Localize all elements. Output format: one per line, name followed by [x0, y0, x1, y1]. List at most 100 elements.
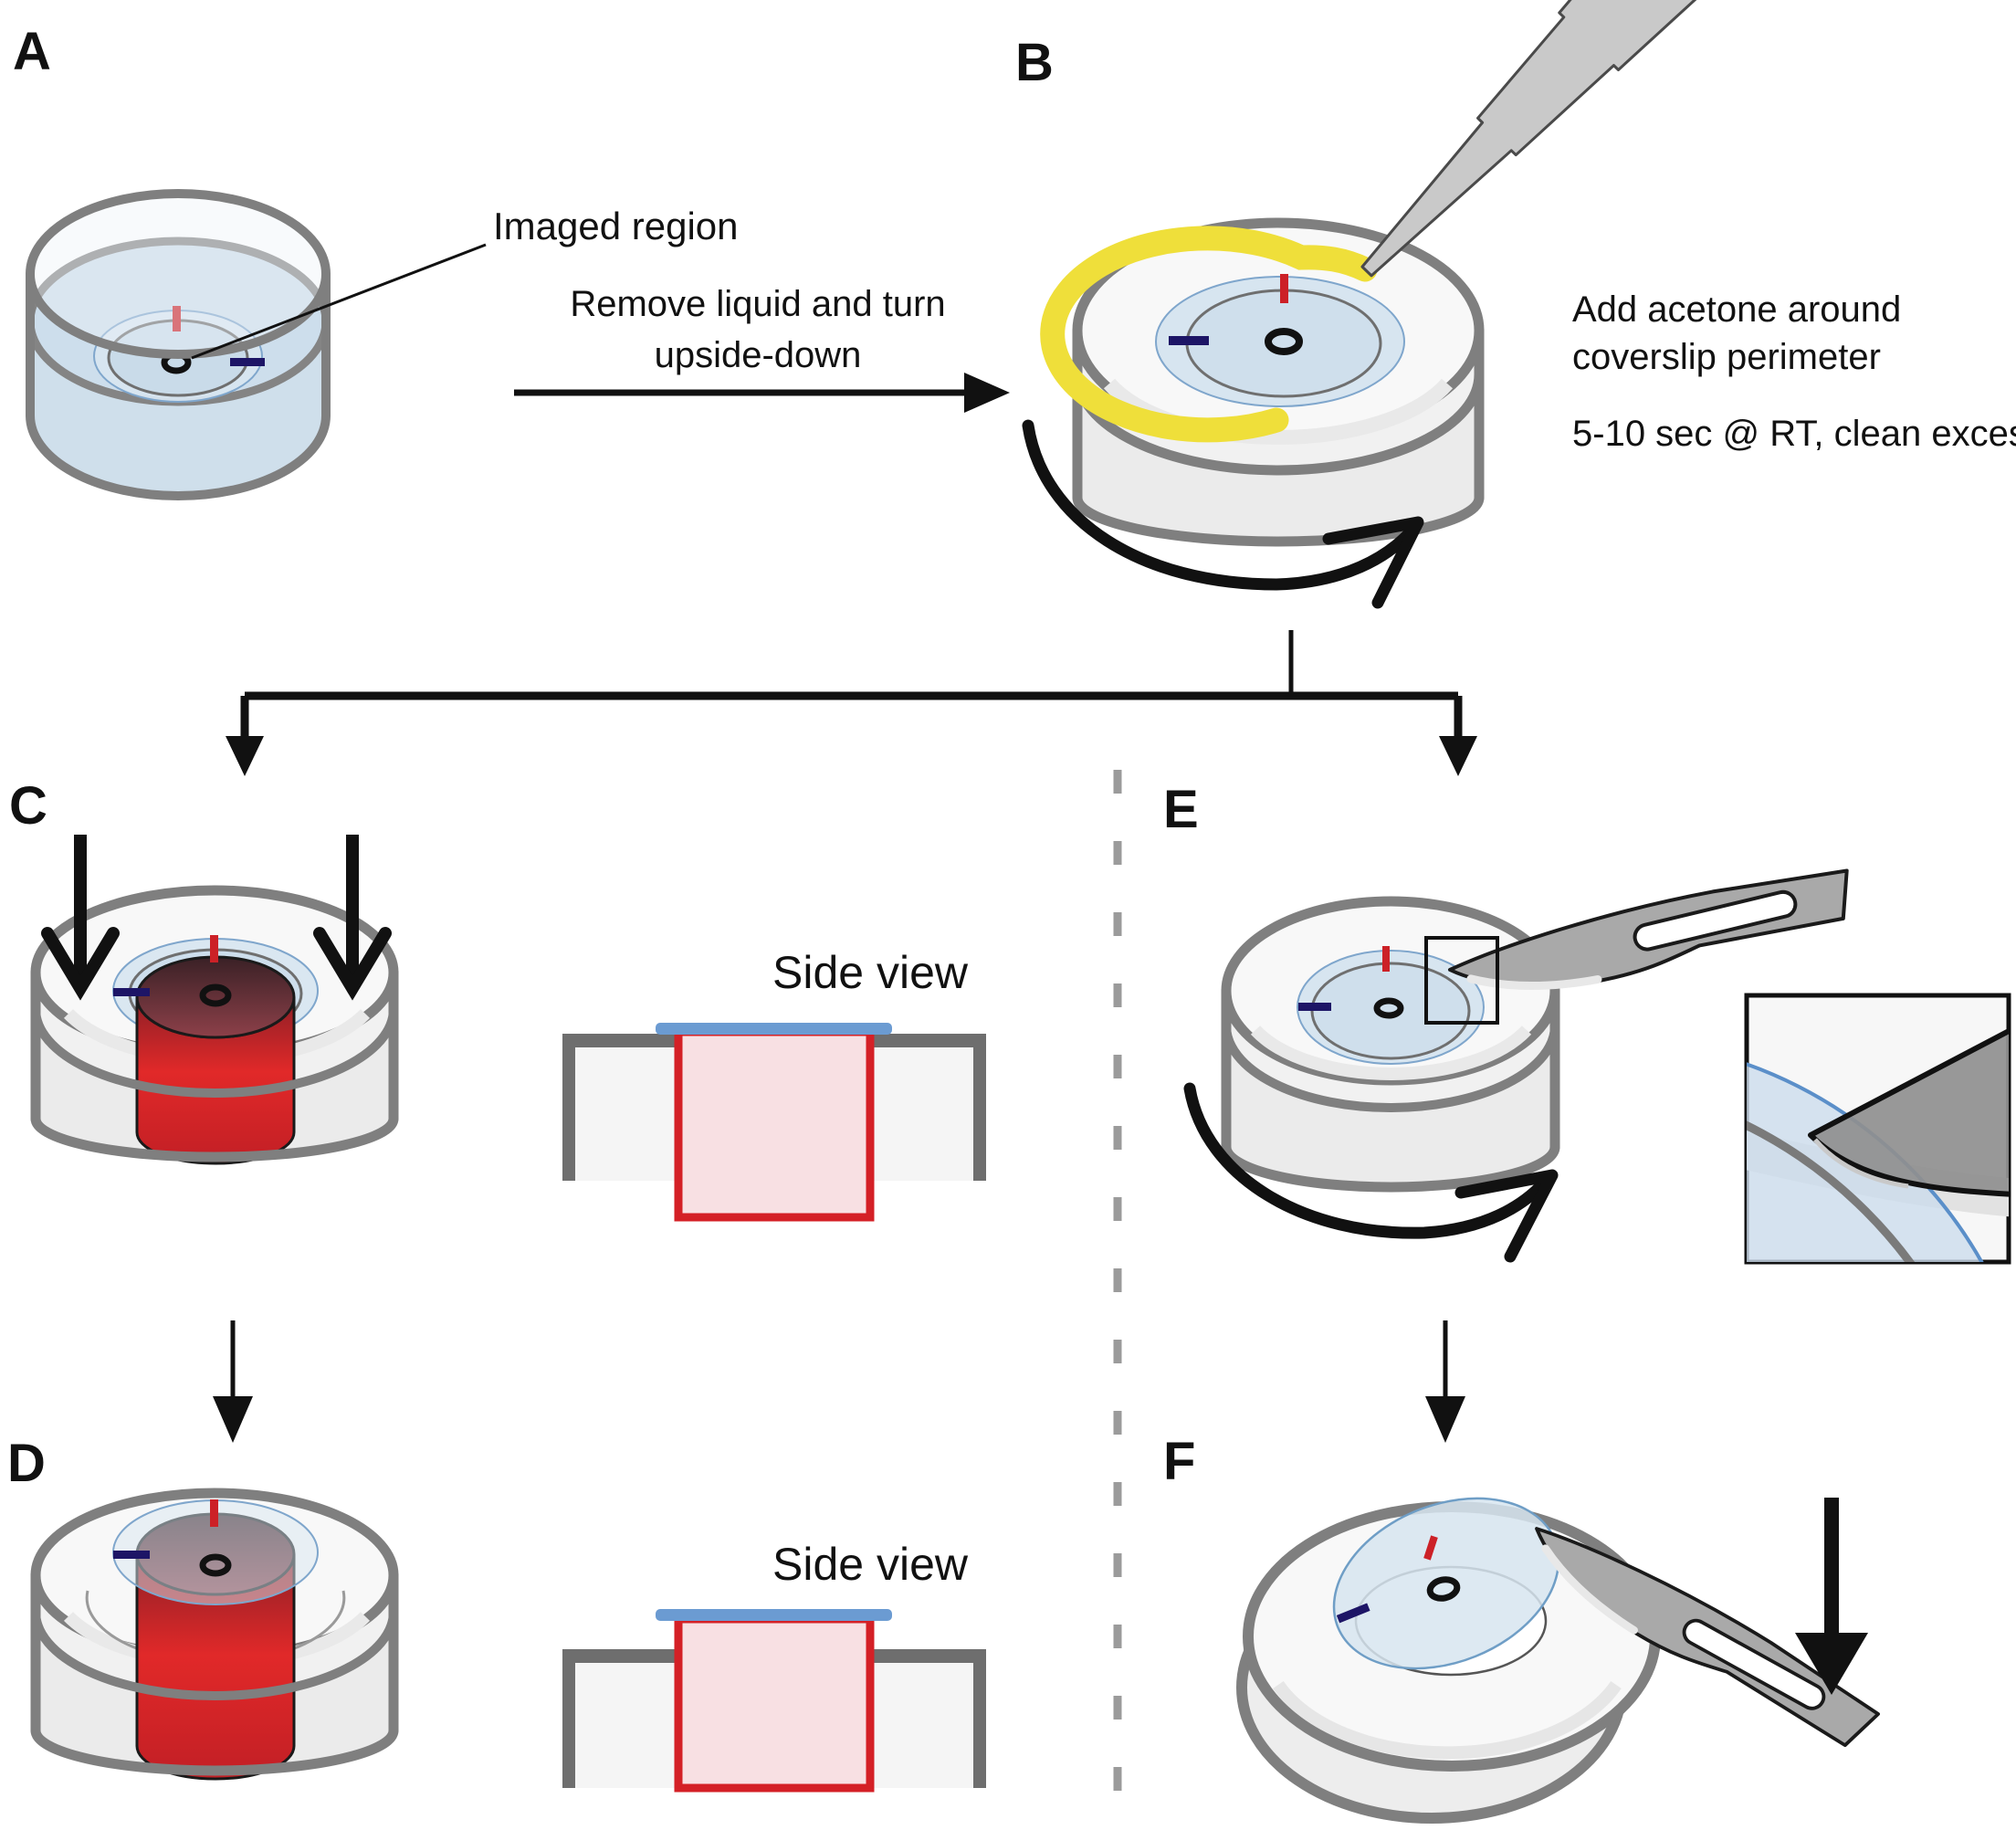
resin-block-top: [135, 955, 296, 1039]
orientation-mark-red: [1423, 1535, 1438, 1561]
dish-wall-right: [973, 1649, 986, 1788]
inverted-petri-dish: [1072, 217, 1485, 547]
dish-wall-edges: [30, 967, 399, 1124]
press-arrow-left-head: [41, 927, 120, 1001]
panel-d-label: D: [7, 1434, 46, 1493]
resin-tube-cross-section: [674, 1027, 875, 1222]
imaged-region-marker: [1426, 1576, 1461, 1602]
rotation-arrow: [1022, 419, 1424, 609]
rotation-arrow-head: [1454, 1169, 1559, 1263]
inset-zoom-box: [1744, 993, 2011, 1265]
arrow-head: [213, 1396, 253, 1443]
branch-connector: [226, 630, 1477, 776]
arrow-head: [1795, 1633, 1868, 1695]
branch-left-arrow-head: [226, 736, 264, 776]
blade-edge-highlight: [1541, 1544, 1638, 1635]
dish-interior-left: [575, 1047, 678, 1181]
panel-f-label: F: [1163, 1432, 1195, 1491]
scalpel-slot: [1682, 1618, 1826, 1710]
acetone-note-line2: coverslip perimeter: [1572, 337, 1881, 377]
orientation-mark-blue: [1169, 336, 1209, 345]
dish-bottom-arc: [30, 1725, 399, 1776]
press-arrow-right-head: [313, 927, 392, 1001]
coverslip: [1297, 946, 1485, 1065]
right-arrow-head: [964, 373, 1010, 413]
flow-arrow-e-to-f: [1425, 1320, 1465, 1443]
orientation-mark-blue: [113, 1551, 150, 1559]
dish-floor-arcs: [85, 1590, 346, 1651]
dish-rim-arc: [1072, 369, 1485, 476]
flow-arrow-c-to-d: [213, 1320, 253, 1443]
scalpel-icon: [1535, 1527, 1880, 1748]
imaged-region-marker: [199, 983, 232, 1007]
dish-wall-left: [562, 1649, 575, 1788]
dish-wall-edges: [30, 1570, 399, 1736]
dish-face-highlight: [1273, 1681, 1622, 1760]
orientation-mark-red: [173, 306, 181, 331]
dish-wall-edges: [1221, 985, 1560, 1152]
dish-wall-top-left: [562, 1649, 678, 1663]
inverted-petri-dish-tilted-view: [1236, 1497, 1661, 1824]
imaged-region-marker: [199, 1553, 232, 1577]
dish-rim-arc: [31, 1004, 398, 1098]
dish-wall-top-right: [870, 1649, 986, 1663]
coverslip: [1155, 274, 1405, 407]
dish-bottom-arc: [1221, 1141, 1560, 1193]
acetone-note-line3: 5-10 sec @ RT, clean excess: [1572, 414, 2016, 454]
panel-b-label: B: [1015, 33, 1054, 92]
coverslip-inner-ring: [1185, 289, 1382, 398]
orientation-mark-blue: [230, 358, 265, 366]
orientation-mark-red: [210, 935, 218, 962]
dish-band: [1077, 374, 1479, 542]
orientation-mark-blue: [1298, 1003, 1331, 1011]
panel-f: F: [1163, 1432, 1880, 1824]
orientation-mark-red: [1382, 946, 1390, 972]
rotation-arc: [1183, 1082, 1553, 1239]
acetone-note-line1: Add acetone around: [1572, 289, 1901, 330]
coverslip-inner-ring: [1310, 962, 1471, 1060]
panel-e: E: [1163, 780, 2011, 1265]
imaged-region-marker: [1265, 328, 1303, 355]
dish-wall-edges: [26, 269, 331, 420]
panel-b: B Add acetone around: [1015, 0, 2016, 609]
imaged-region-marker: [1373, 997, 1404, 1019]
side-view-title: Side view: [772, 947, 969, 998]
dish-rim-arc: [1222, 1021, 1559, 1112]
dish-wall-edges: [1072, 325, 1485, 503]
dish-band: [36, 1009, 394, 1157]
inverted-petri-dish: [30, 885, 399, 1165]
panel-e-label: E: [1163, 780, 1199, 839]
coverslip: [93, 306, 265, 403]
inverted-petri-dish: [1221, 896, 1560, 1193]
dish-band: [36, 1612, 394, 1771]
panel-c-label: C: [9, 776, 47, 836]
branch-right-arrow-head: [1439, 736, 1477, 776]
dish-bottom-arc: [1072, 492, 1485, 547]
orientation-mark-blue: [1336, 1603, 1370, 1624]
rotation-arrow: [1183, 1082, 1559, 1263]
orientation-mark-red: [210, 1499, 218, 1527]
panel-a: A Imaged region: [13, 22, 739, 500]
resin-block: [135, 955, 296, 1165]
acetone-ring: [1040, 226, 1378, 443]
petri-dish-with-liquid: [26, 189, 331, 500]
dish-wall-top-left: [562, 1034, 678, 1047]
coverslip-cross-section: [656, 1023, 892, 1035]
transition-text-line1: Remove liquid and turn: [570, 284, 945, 324]
side-view-d: Side view: [562, 1539, 986, 1793]
inset-content: [1747, 1027, 2009, 1262]
orientation-mark-blue: [113, 988, 150, 996]
resin-tube-cross-section: [674, 1614, 875, 1793]
dish-interior-left: [575, 1663, 678, 1788]
dish-bottom-arc: [26, 411, 331, 500]
panel-c: C Side view: [9, 776, 986, 1222]
dish-wall-left: [562, 1034, 575, 1181]
inverted-petri-dish: [30, 1488, 399, 1781]
panel-a-label: A: [13, 22, 51, 81]
transition-a-to-b: Remove liquid and turn upside-down: [514, 284, 1010, 413]
imaged-region-label: Imaged region: [493, 205, 739, 247]
dish-rim-arc: [31, 1607, 398, 1700]
transition-text-line2: upside-down: [655, 335, 862, 375]
panel-d: D Side view: [7, 1434, 986, 1793]
